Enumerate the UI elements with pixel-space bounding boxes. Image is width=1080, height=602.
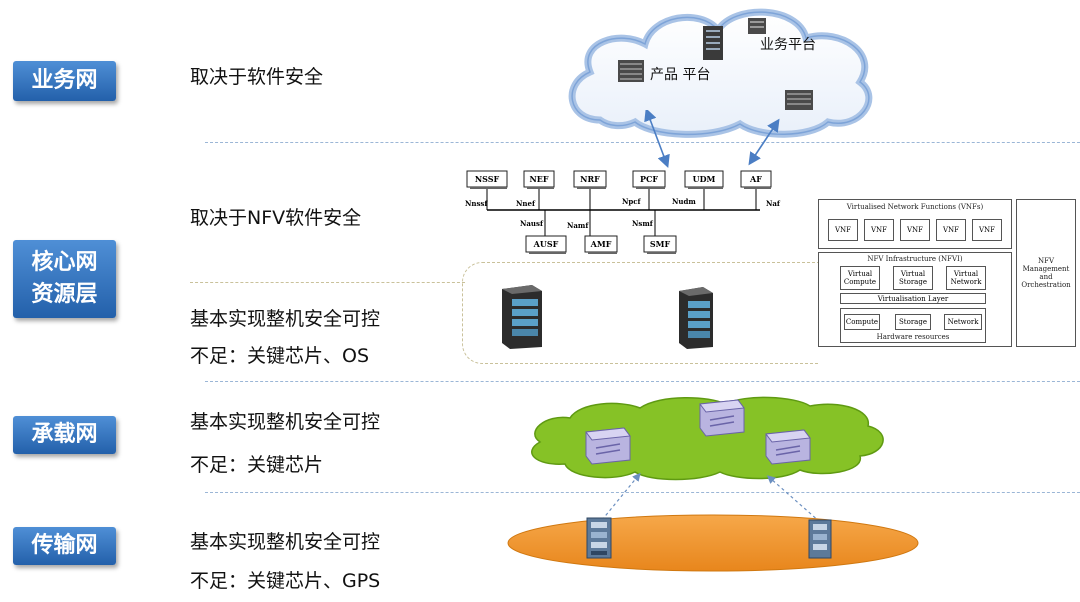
- separator-1: [205, 142, 1080, 143]
- svg-text:Nudm: Nudm: [672, 197, 696, 206]
- cloud-server-icon-4: [785, 90, 813, 110]
- separator-core: [190, 282, 465, 283]
- svg-text:Nnssf: Nnssf: [465, 199, 488, 208]
- nf-amf: AMF: [584, 235, 618, 254]
- nf-udm: UDM: [684, 170, 724, 189]
- transport-ring: [507, 514, 919, 572]
- desc-transport-line2: 不足：关键芯片、GPS: [190, 570, 381, 592]
- desc-bearer-line2: 不足：关键芯片: [190, 454, 324, 476]
- hw-network: Network: [944, 314, 982, 330]
- desc-service: 取决于软件安全: [190, 66, 324, 88]
- nfv-architecture: Virtualised Network Functions (VNFs) VNF…: [818, 199, 1078, 349]
- virtualisation-layer: Virtualisation Layer: [840, 293, 986, 304]
- layer-badge-bearer: 承载网: [13, 416, 116, 454]
- router-icon-3: [765, 429, 811, 465]
- server-icon-right: [679, 287, 713, 349]
- server-icon-left: [502, 285, 542, 349]
- vnf-1: VNF: [828, 219, 858, 241]
- separator-3: [205, 492, 1080, 493]
- virtual-compute: Virtual Compute: [840, 266, 880, 290]
- nf-nssf: NSSF: [466, 170, 508, 189]
- cloud-server-icon-3: [748, 18, 766, 34]
- nf-af: AF: [740, 170, 772, 189]
- svg-text:AUSF: AUSF: [533, 239, 559, 249]
- cloud-server-icon-1: [618, 60, 644, 82]
- separator-2: [205, 381, 1080, 382]
- desc-transport-line1: 基本实现整机安全可控: [190, 531, 381, 553]
- vnf-4: VNF: [936, 219, 966, 241]
- svg-text:Namf: Namf: [567, 221, 589, 230]
- vnf-5: VNF: [972, 219, 1002, 241]
- cloud-server-icon-2: [703, 26, 723, 60]
- svg-text:Nausf: Nausf: [520, 219, 544, 228]
- svg-text:UDM: UDM: [693, 174, 716, 184]
- router-icon-2: [699, 399, 745, 437]
- virtual-storage: Virtual Storage: [893, 266, 933, 290]
- nf-nef: NEF: [523, 170, 555, 189]
- bearer-cloud: [531, 396, 884, 481]
- svg-text:Nnef: Nnef: [516, 199, 536, 208]
- router-icon-1: [585, 427, 631, 465]
- svg-text:NRF: NRF: [580, 174, 600, 184]
- svg-text:NEF: NEF: [529, 174, 548, 184]
- hardware-region: [462, 262, 819, 364]
- nf-smf: SMF: [643, 235, 677, 254]
- desc-core-line1: 基本实现整机安全可控: [190, 308, 381, 330]
- desc-core-nfv: 取决于NFV软件安全: [190, 207, 362, 229]
- svg-text:Nsmf: Nsmf: [632, 219, 654, 228]
- hw-storage: Storage: [895, 314, 931, 330]
- nf-nrf: NRF: [573, 170, 607, 189]
- desc-core-line2: 不足：关键芯片、OS: [190, 345, 370, 367]
- bearer-transport-arrows: [601, 472, 821, 523]
- vnf-2: VNF: [864, 219, 894, 241]
- service-cloud: 产品 平台 业务平台: [568, 8, 873, 138]
- mano-label: NFV Management and Orchestration: [1021, 257, 1071, 289]
- vnf-3: VNF: [900, 219, 930, 241]
- nf-pcf: PCF: [632, 170, 666, 189]
- svg-text:AF: AF: [749, 174, 762, 184]
- svg-text:AMF: AMF: [590, 239, 612, 249]
- hw-compute: Compute: [844, 314, 880, 330]
- svg-text:PCF: PCF: [640, 174, 658, 184]
- transport-device-icon-1: [586, 517, 612, 559]
- svg-text:NSSF: NSSF: [475, 174, 500, 184]
- svg-text:SMF: SMF: [650, 239, 671, 249]
- vnfs-title: Virtualised Network Functions (VNFs): [846, 203, 984, 211]
- transport-device-icon-2: [808, 519, 832, 559]
- cloud-label-business: 业务平台: [760, 37, 816, 53]
- cloud-core-arrows: [644, 110, 780, 168]
- nf-ausf: AUSF: [525, 235, 567, 254]
- sba-diagram: NSSF NEF NRF PCF UDM AF Nnssf Nnef Npcf …: [465, 170, 781, 254]
- layer-badge-service: 业务网: [13, 61, 116, 101]
- mano-box: NFV Management and Orchestration: [1016, 199, 1076, 347]
- virtual-network: Virtual Network: [946, 266, 986, 290]
- layer-badge-core: 核心网 资源层: [13, 240, 116, 318]
- svg-text:Npcf: Npcf: [622, 197, 642, 206]
- hardware-resources-title: Hardware resources: [876, 333, 950, 341]
- desc-bearer-line1: 基本实现整机安全可控: [190, 411, 381, 433]
- svg-text:Naf: Naf: [766, 199, 781, 208]
- layer-badge-transport: 传输网: [13, 527, 116, 565]
- nfvi-title: NFV Infrastructure (NFVI): [867, 255, 963, 263]
- cloud-label-product: 产品 平台: [650, 67, 710, 83]
